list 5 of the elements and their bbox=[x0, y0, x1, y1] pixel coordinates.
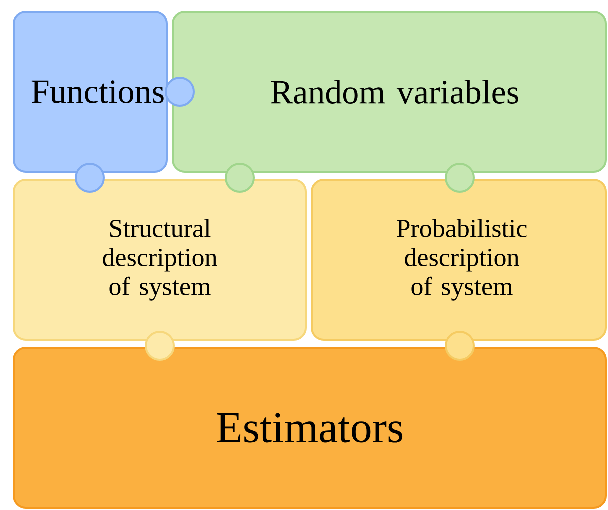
puzzle-piece: Functions bbox=[13, 11, 168, 173]
puzzle-piece: Structural description of system bbox=[13, 179, 307, 341]
puzzle-piece: Probabilistic description of system bbox=[311, 179, 607, 341]
puzzle-piece: Random variables bbox=[172, 11, 607, 173]
puzzle-piece: Estimators bbox=[13, 347, 607, 509]
